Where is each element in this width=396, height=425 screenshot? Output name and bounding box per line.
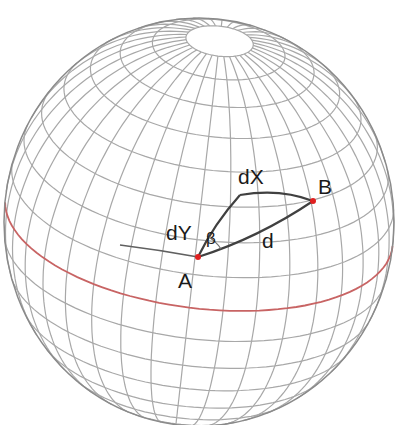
- point-a: [195, 254, 201, 260]
- parallel-line: [90, 38, 339, 138]
- meridian-line: [247, 35, 303, 50]
- point-label: B: [318, 176, 332, 197]
- point-b: [310, 198, 316, 204]
- meridian-line: [252, 48, 389, 321]
- dx-arc: [240, 193, 313, 201]
- angle-label: β: [206, 230, 216, 247]
- parallel-line: [24, 124, 388, 243]
- dy-arc: [198, 195, 240, 257]
- parallel-line: [12, 162, 394, 278]
- meridian-line: [191, 57, 231, 425]
- grid-line: [120, 245, 198, 257]
- meridian-line: [253, 45, 394, 246]
- meridian-line: [244, 54, 342, 414]
- point-label: A: [178, 270, 192, 291]
- meridian-line: [71, 31, 189, 68]
- parallel-line: [12, 279, 368, 368]
- arc-label: dX: [238, 166, 264, 187]
- meridian-line: [252, 40, 358, 104]
- parallel-line: [42, 91, 378, 207]
- parallel-line: [5, 239, 384, 342]
- parallel-line: [152, 19, 285, 80]
- meridian-line: [13, 42, 188, 335]
- arc-label: dY: [166, 222, 192, 243]
- parallel-line: [64, 63, 361, 172]
- globe-outline: [4, 18, 394, 425]
- parallel-line: [47, 350, 318, 408]
- arc-label: d: [262, 230, 274, 251]
- meridian-line: [251, 50, 379, 372]
- d-arc: [198, 201, 313, 257]
- globe-grid: [5, 18, 394, 425]
- meridian-line: [6, 40, 187, 277]
- parallel-line: [120, 22, 314, 107]
- equator-line: [5, 202, 393, 311]
- parallel-line: [120, 409, 234, 425]
- parallel-line: [186, 26, 253, 57]
- meridian-line: [92, 52, 202, 412]
